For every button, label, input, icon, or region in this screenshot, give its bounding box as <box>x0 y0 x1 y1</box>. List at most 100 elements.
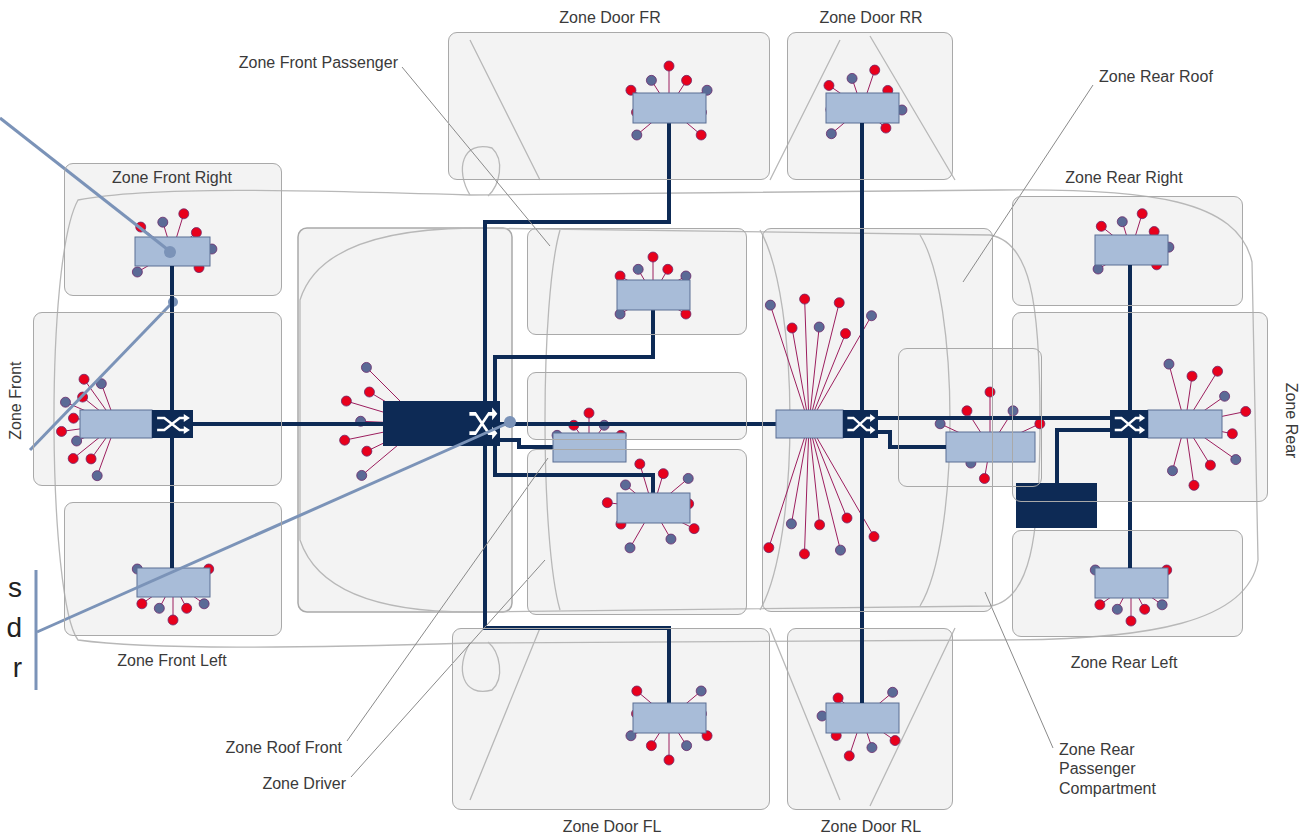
zone-label: Zone Rear Right <box>1065 168 1182 187</box>
zone-label: Zone Front Left <box>117 651 226 670</box>
zone-label: Zone Front Right <box>112 168 232 187</box>
actuator-dot <box>1205 460 1215 470</box>
actuator-dot <box>663 264 673 274</box>
zone-controllers <box>80 93 1222 733</box>
actuator-dot <box>787 323 797 333</box>
actuator-dot <box>341 396 351 406</box>
sensor-dot <box>361 362 371 372</box>
cropped-callout-leaders <box>0 118 506 690</box>
callout-dots <box>164 246 516 428</box>
sensor-dot <box>154 603 164 613</box>
actuator-dot <box>646 741 656 751</box>
leader-lines <box>347 67 1093 777</box>
signal-wire <box>809 303 839 424</box>
actuator-dot <box>881 123 891 133</box>
signal-wire <box>770 305 809 424</box>
actuator-dot <box>1126 616 1136 626</box>
sensor-dot <box>60 397 70 407</box>
actuator-dot <box>168 615 178 625</box>
sensor-dot <box>867 743 877 753</box>
actuator-dot <box>635 459 645 469</box>
actuator-dot <box>962 406 972 416</box>
sensor-dot <box>1167 466 1177 476</box>
actuator-dot <box>842 513 852 523</box>
zone-label: Zone Front Passenger <box>239 53 398 72</box>
sensor-dot <box>765 300 775 310</box>
actuator-dot <box>800 294 810 304</box>
sensor-dot <box>867 311 877 321</box>
zone-box: Zone Door RR <box>787 32 953 180</box>
actuator-dot <box>682 75 692 85</box>
actuator-dot <box>137 599 147 609</box>
actuator-dot <box>890 736 900 746</box>
zone-label: Zone Rear Left <box>1071 653 1178 672</box>
zone-box: Zone Rear Left <box>1012 530 1243 637</box>
actuator-dot <box>764 543 774 553</box>
sensor-dot <box>814 322 824 332</box>
zone-label: Zone Door RL <box>821 817 922 836</box>
network-link <box>878 432 946 447</box>
zone-box: Zone Door FR <box>448 32 770 180</box>
actuator-dot <box>833 693 843 703</box>
actuator-dot <box>1187 371 1197 381</box>
actuator-dot <box>985 387 995 397</box>
actuator-dot <box>602 498 612 508</box>
zone-box: Zone Front Passenger <box>527 228 747 335</box>
zone-box: Zone Rear Right <box>1012 196 1243 306</box>
sensor-dot <box>646 75 656 85</box>
actuator-dot <box>191 228 201 238</box>
actuator-dot <box>79 374 89 384</box>
sensor-dot <box>132 267 142 277</box>
zone-label: Zone Roof Front <box>226 738 343 757</box>
zone-box: Zone Rear Roof <box>898 348 1042 487</box>
signal-wire <box>805 299 809 424</box>
network-link <box>170 438 174 568</box>
actuator-dot <box>182 603 192 613</box>
actuator-dot <box>362 446 372 456</box>
zone-label: Zone Rear Passenger Compartment <box>1059 740 1177 798</box>
sensor-dot <box>632 130 642 140</box>
zone-label: Zone Driver <box>262 774 346 793</box>
sensor-actuator-dots <box>57 61 1251 765</box>
network-wiring <box>193 123 1110 703</box>
actuator-dot <box>689 524 699 534</box>
signal-wire <box>809 424 840 550</box>
zone-box: Zone Front <box>33 312 282 486</box>
network-link <box>1128 438 1132 568</box>
rear-computer <box>1016 483 1097 528</box>
car-outline <box>54 36 1258 806</box>
zone-box: Zone Door FL <box>452 628 770 810</box>
sensor-dot <box>1220 391 1230 401</box>
actuator-dot <box>870 65 880 75</box>
actuator-dot <box>824 80 834 90</box>
actuator-dot <box>869 532 879 542</box>
sensor-dot <box>683 473 693 483</box>
network-link <box>860 123 864 410</box>
actuator-dot <box>68 413 78 423</box>
sensor-dot <box>835 545 845 555</box>
zone-box: Zone Front Left <box>64 502 282 636</box>
sensor-dot <box>621 480 631 490</box>
sensor-dot <box>888 687 898 697</box>
actuator-dot <box>844 751 854 761</box>
actuator-dot <box>664 61 674 71</box>
actuator-dot <box>658 469 668 479</box>
actuator-dot <box>584 408 594 418</box>
network-link <box>1128 265 1132 410</box>
sensor-dot <box>357 470 367 480</box>
actuator-dot <box>815 520 825 530</box>
zone-label: Zone Door FR <box>559 8 660 27</box>
actuator-dot <box>57 426 67 436</box>
actuator-dot <box>1189 480 1199 490</box>
actuator-dot <box>979 474 989 484</box>
sensor-dot <box>935 419 945 429</box>
actuator-dot <box>340 435 350 445</box>
actuator-dot <box>1035 419 1045 429</box>
sensor-dot <box>158 217 168 227</box>
actuator-dot <box>648 252 658 262</box>
actuator-dot <box>1095 600 1105 610</box>
actuator-dot <box>364 387 374 397</box>
sensor-dot <box>1231 455 1241 465</box>
